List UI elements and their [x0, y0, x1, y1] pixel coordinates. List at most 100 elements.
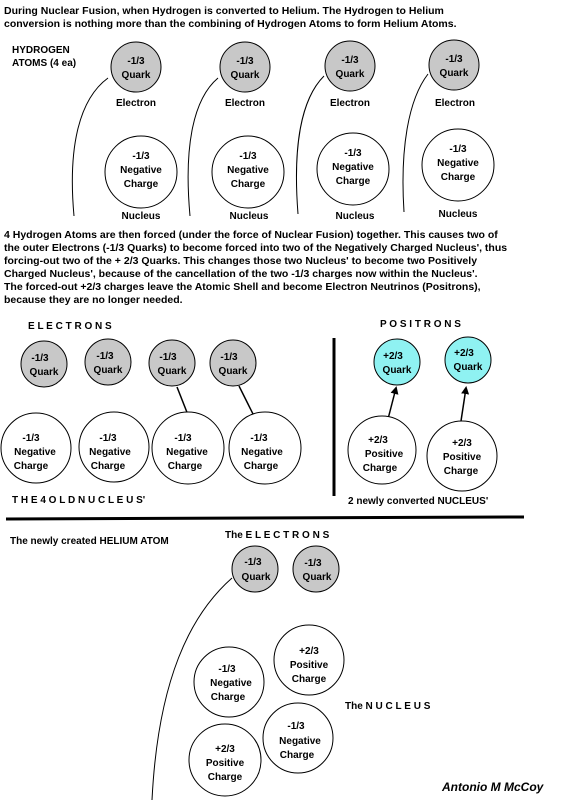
- nucleus-charge-word: Charge: [231, 179, 266, 190]
- electron-label: Electron: [116, 98, 156, 109]
- old-nucleus-4: -1/3 Negative Charge: [228, 411, 302, 485]
- nucleus-label: Nucleus: [230, 211, 269, 222]
- quark-label: Quark: [231, 70, 260, 81]
- nucleus-charge-type: Negative: [227, 165, 269, 176]
- old-nucleus-2: -1/3 Negative Charge: [78, 411, 150, 483]
- explanation-paragraph: 4 Hydrogen Atoms are then forced (under …: [4, 229, 507, 306]
- nucleus-circle: [421, 128, 495, 202]
- nucleus-charge-value: +2/3: [368, 435, 388, 446]
- quark-charge-label: -1/3: [341, 55, 359, 66]
- converted-nucleus-1: +2/3 Positive Charge: [347, 415, 417, 485]
- nucleus-charge-value: -1/3: [218, 664, 236, 675]
- electron-1: -1/3 Quark: [20, 340, 68, 388]
- positrons-heading: P O S I T R O N S: [380, 319, 461, 330]
- nucleus-circle: [104, 135, 178, 209]
- helium-nucleus-negative-2: -1/3 Negative Charge: [262, 702, 334, 774]
- nucleus-charge-word: Charge: [211, 692, 246, 703]
- nucleus-charge-word: Charge: [14, 461, 49, 472]
- nucleus-charge-word: Charge: [91, 461, 126, 472]
- quark-charge-label: -1/3: [159, 352, 177, 363]
- nucleus-charge-word: Charge: [441, 172, 476, 183]
- hydrogen-atom-4: -1/3 Quark Electron -1/3 Negative Charge…: [402, 39, 495, 220]
- quark-label: Quark: [336, 69, 365, 80]
- nucleus-charge-word: Charge: [124, 179, 159, 190]
- nucleus-circle: [211, 135, 285, 209]
- helium-nucleus-positive-1: +2/3 Positive Charge: [273, 624, 345, 696]
- nucleus-charge-value: +2/3: [452, 438, 472, 449]
- explanation-line-1: 4 Hydrogen Atoms are then forced (under …: [4, 229, 498, 241]
- nucleus-charge-word: Charge: [292, 674, 327, 685]
- nucleus-charge-word: Charge: [208, 772, 243, 783]
- atom-shell-arc: [71, 77, 109, 217]
- nucleus-label: Nucleus: [122, 211, 161, 222]
- electrons-heading: E L E C T R O N S: [28, 321, 112, 332]
- electron-label: Electron: [435, 98, 475, 109]
- nucleus-charge-type: Negative: [332, 162, 374, 173]
- helium-shell-arc: [151, 577, 233, 801]
- electron-4: -1/3 Quark: [209, 339, 257, 387]
- quark-label: Quark: [94, 365, 123, 376]
- atom-shell-arc: [187, 77, 219, 217]
- nucleus-charge-type: Positive: [290, 660, 329, 671]
- electron-3: -1/3 Quark: [148, 339, 196, 387]
- nucleus-charge-value: -1/3: [174, 433, 192, 444]
- nucleus-charge-value: -1/3: [287, 721, 305, 732]
- electron-quark: [219, 41, 271, 93]
- electron-2: -1/3 Quark: [84, 338, 132, 386]
- explanation-line-2: the outer Electrons (-1/3 Quarks) to bec…: [4, 242, 507, 254]
- section-horizontal-divider: [5, 515, 525, 521]
- helium-caption: The newly created HELIUM ATOM: [10, 536, 169, 547]
- helium-electron-1: -1/3 Quark: [231, 545, 279, 593]
- nucleus-charge-value: -1/3: [132, 151, 150, 162]
- quark-label: Quark: [303, 572, 332, 583]
- nucleus-charge-type: Positive: [365, 449, 404, 460]
- quark-label: Quark: [440, 68, 469, 79]
- atom-shell-arc: [296, 75, 325, 215]
- nucleus-charge-word: Charge: [244, 461, 279, 472]
- helium-electrons-heading: The E L E C T R O N S: [225, 530, 330, 541]
- hydrogen-atom-3: -1/3 Quark Electron -1/3 Negative Charge…: [296, 40, 390, 222]
- intro-line-1: During Nuclear Fusion, when Hydrogen is …: [4, 5, 444, 17]
- nucleus-label: Nucleus: [439, 209, 478, 220]
- intro-line-2: conversion is nothing more than the comb…: [4, 18, 457, 30]
- nucleus-charge-word: Charge: [280, 750, 315, 761]
- nucleus-charge-type: Negative: [120, 165, 162, 176]
- positron-quark-label: Quark: [454, 362, 483, 373]
- nucleus-charge-type: Negative: [241, 447, 283, 458]
- quark-label: Quark: [242, 572, 271, 583]
- quark-charge-label: -1/3: [127, 56, 145, 67]
- quark-label: Quark: [122, 70, 151, 81]
- hydrogen-label-line-2: ATOMS (4 ea): [12, 58, 76, 69]
- positron-quark-label: Quark: [383, 365, 412, 376]
- positron-1: +2/3 Quark: [373, 338, 421, 386]
- quark-charge-label: -1/3: [236, 56, 254, 67]
- nucleus-charge-type: Negative: [437, 158, 479, 169]
- converted-nucleus-2: +2/3 Positive Charge: [426, 420, 498, 492]
- old-nucleus-3: -1/3 Negative Charge: [151, 411, 225, 485]
- explanation-line-4: Charged Nucleus', because of the cancell…: [4, 268, 478, 280]
- quark-label: Quark: [30, 367, 59, 378]
- hydrogen-atom-2: -1/3 Quark Electron -1/3 Negative Charge…: [187, 41, 285, 222]
- old-nucleus-1: -1/3 Negative Charge: [0, 412, 72, 484]
- nucleus-charge-value: -1/3: [99, 433, 117, 444]
- nucleus-charge-type: Negative: [210, 678, 252, 689]
- positron-2: +2/3 Quark: [444, 336, 492, 384]
- nucleus-charge-word: Charge: [444, 466, 479, 477]
- nucleus-charge-type: Positive: [443, 452, 482, 463]
- electron-quark: [110, 41, 162, 93]
- nucleus-charge-type: Negative: [166, 447, 208, 458]
- nucleus-charge-value: -1/3: [22, 433, 40, 444]
- helium-electron-2: -1/3 Quark: [292, 545, 340, 593]
- electron-label: Electron: [225, 98, 265, 109]
- nucleus-charge-type: Positive: [206, 758, 245, 769]
- hydrogen-atom-1: -1/3 Quark Electron -1/3 Negative Charge…: [71, 41, 178, 222]
- nucleus-charge-value: -1/3: [344, 148, 362, 159]
- explanation-line-5: The forced-out +2/3 charges leave the At…: [4, 281, 481, 293]
- hydrogen-label-line-1: HYDROGEN: [12, 45, 70, 56]
- electron-quark: [324, 40, 376, 92]
- arrow-positron-out-1: [387, 386, 399, 420]
- nucleus-charge-type: Negative: [14, 447, 56, 458]
- quark-label: Quark: [158, 366, 187, 377]
- nucleus-circle: [316, 132, 390, 206]
